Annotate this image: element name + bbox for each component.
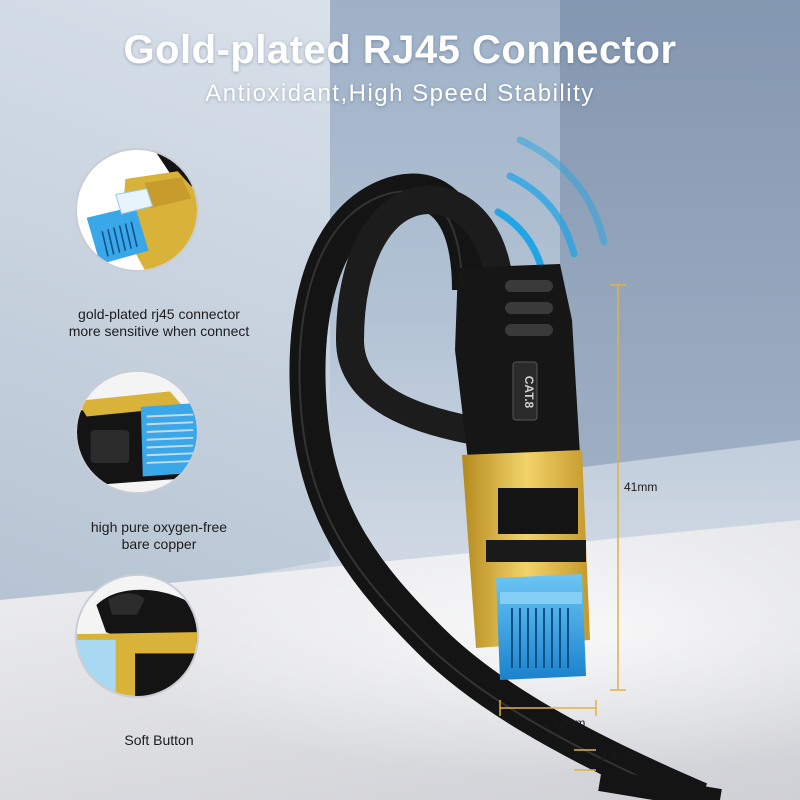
dimension-thickness-label: 8.5mm xyxy=(600,749,637,763)
feature-circle-copper xyxy=(75,370,199,494)
feature-caption-copper: high pure oxygen-free bare copper xyxy=(20,519,298,553)
headline-subtitle: Antioxidant,High Speed Stability xyxy=(205,80,595,107)
dimension-width-label: 12mm xyxy=(552,716,586,730)
blue-contact-block xyxy=(496,574,586,680)
caption-line: more sensitive when connect xyxy=(68,323,250,339)
feature-caption-soft-button: Soft Button xyxy=(20,732,298,749)
caption-line: Soft Button xyxy=(124,732,194,748)
rj45-connector-icon xyxy=(86,150,197,270)
feature-circle-connector xyxy=(75,148,199,272)
connector-boot xyxy=(455,264,580,460)
caption-line: bare copper xyxy=(121,536,197,552)
caption-line: high pure oxygen-free xyxy=(90,519,228,535)
cat8-marking: CAT.8 xyxy=(522,376,536,409)
dimension-height-label: 41mm xyxy=(624,480,658,494)
background-wall-right xyxy=(560,0,800,470)
feature-circle-soft-button xyxy=(75,574,199,698)
copper-pins-icon xyxy=(77,372,197,492)
caption-line: gold-plated rj45 connector xyxy=(78,306,240,322)
dimension-lines xyxy=(499,284,626,771)
headline-title: Gold-plated RJ45 Connector xyxy=(123,28,677,72)
feature-caption-connector: gold-plated rj45 connector more sensitiv… xyxy=(20,306,298,340)
signal-waves-icon xyxy=(494,136,608,274)
cable-inner-section xyxy=(335,185,514,444)
soft-button-icon xyxy=(77,576,197,696)
background-wall-left xyxy=(0,0,330,620)
